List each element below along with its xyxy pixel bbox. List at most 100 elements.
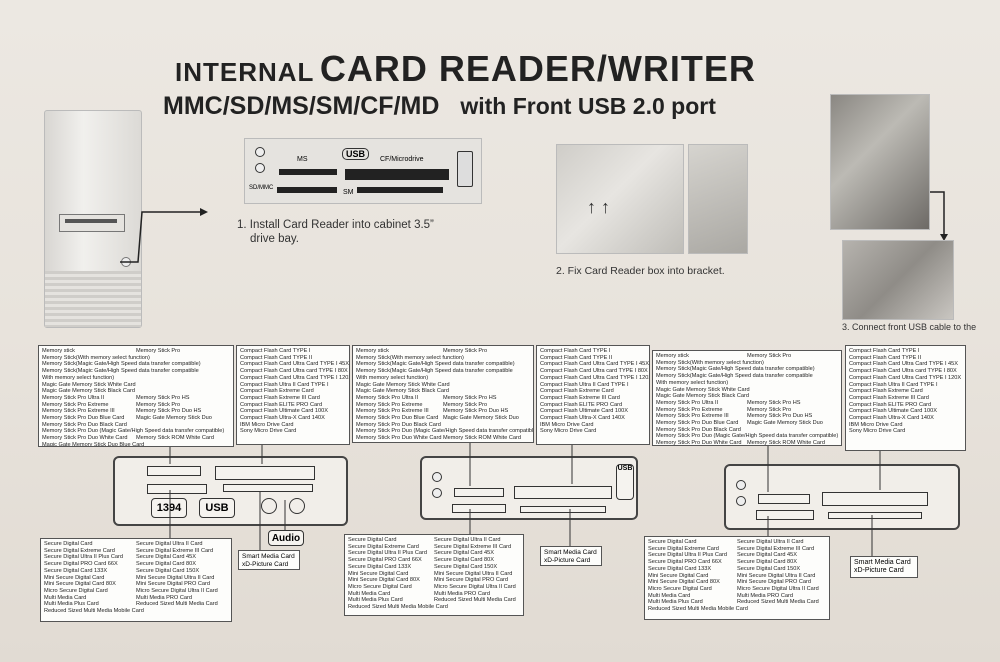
list-row: Memory Stick Pro Duo (Magic Gate/High Sp… [42, 428, 230, 435]
list-item: Secure Digital Card 80X [434, 557, 495, 564]
list-item: Secure Digital Card 45X [136, 554, 197, 561]
list-item: Reduced Sized Multi Media Mobile Card [648, 606, 748, 613]
list-item: Memory Stick Pro Duo Black Card [356, 421, 441, 428]
sm-compat-list: Smart Media Card xD-Picture Card [238, 550, 300, 570]
step1-caption: 1. Install Card Reader into cabinet 3.5”… [237, 218, 434, 246]
sm-item: xD-Picture Card [854, 567, 904, 574]
list-item: Memory Stick Pro [443, 401, 488, 408]
reader-diagram-3 [724, 464, 960, 530]
list-item: Magic Gate Memory Stick Duo [136, 415, 212, 422]
list-row: Memory Stick(With memory select function… [42, 355, 230, 362]
sd-slot [147, 484, 207, 494]
title-card-reader: CARD READER/WRITER [319, 48, 756, 89]
list-item: Compact Flash Ultimate Card 100X [240, 408, 328, 415]
usb-port: USB [616, 464, 634, 500]
list-row: Magic Gate Memory Stick Duo Blue Card [42, 442, 230, 446]
list-item: Memory stick [656, 353, 689, 359]
list-item: Sony Micro Drive Card [540, 428, 597, 435]
list-item: Secure Digital Ultra II Plus Card [44, 554, 123, 561]
list-item: Multi Media Card [44, 594, 87, 601]
ms-slot [758, 494, 810, 504]
list-item: Compact Flash Card Ultra card TYPE I 80X [849, 368, 957, 375]
list-item: Memory Stick(Magic Gate/High Speed data … [656, 373, 813, 380]
list-row: Memory Stick Pro Duo White Card Memory St… [42, 435, 230, 442]
list-item: Memory Stick Pro Duo Black Card [656, 426, 741, 433]
sm-slot [357, 187, 443, 193]
list-row: Memory Stick(With memory select function… [656, 360, 838, 367]
cf-slot [822, 492, 928, 506]
list-row: With memory select function) [42, 375, 230, 382]
list-item: Compact Flash Card Ultra Card TYPE I 45X [849, 361, 959, 368]
sm-slot [223, 484, 313, 492]
sm-item: xD-Picture Card [544, 557, 591, 564]
list-item: Mini Secure Digital Ultra II Card [737, 572, 816, 579]
list-item: Multi Media Plus Card [44, 601, 99, 608]
list-row: With memory select function) [356, 375, 530, 382]
led-indicator [432, 488, 442, 498]
list-item: Secure Digital Ultra II Card [434, 537, 501, 543]
led-indicator [255, 163, 265, 173]
list-item: Reduced Sized Multi Media Mobile Card [348, 604, 448, 611]
list-item: Memory Stick Pro Duo (Magic Gate/High Sp… [42, 428, 225, 435]
list-item: Memory Stick ROM White Card [136, 435, 215, 442]
list-item: Sony Micro Drive Card [240, 428, 297, 435]
list-item: Secure Digital PRO Card 66X [44, 561, 118, 568]
list-row: Magic Gate Memory Stick White Card [42, 382, 230, 389]
list-item: Memory Stick Pro Duo White Card [42, 435, 128, 442]
list-item: Secure Digital Card 150X [136, 567, 200, 574]
list-item: Secure Digital Extreme III Card [136, 547, 214, 554]
list-item: Multi Media PRO Card [737, 592, 793, 599]
list-item: Reduced Sized Multi Media Mobile Card [44, 608, 144, 615]
reader-diagram-2: USB [420, 456, 638, 520]
list-row: Magic Gate Memory Stick Duo Blue Card [356, 442, 530, 443]
list-row: Memory Stick(With memory select function… [356, 355, 530, 362]
card-reader-front-photo: MS USB CF/Microdrive SD/MMC SM [244, 138, 482, 204]
list-item: Secure Digital Card 45X [737, 552, 798, 559]
list-item: Memory Stick Pro Duo HS [747, 413, 813, 420]
list-item: Memory Stick(Magic Gate/High Speed data … [356, 361, 515, 368]
list-item: Memory Stick(With memory select function… [656, 359, 764, 366]
led-indicator [736, 496, 746, 506]
list-item: Memory Stick Pro Extreme III [656, 413, 729, 420]
subtitle-formats: MMC/SD/MS/SM/CF/MD [163, 92, 440, 120]
list-item: Memory Stick(Magic Gate/High Speed data … [42, 361, 201, 368]
list-item: Multi Media Plus Card [348, 597, 403, 604]
list-item: Mini Secure Digital Card [44, 574, 105, 581]
list-item: Memory Stick Pro Duo White Card [356, 435, 442, 442]
list-row: Reduced Sized Multi Media Mobile Card [648, 606, 826, 613]
list-item: Secure Digital Card 133X [348, 563, 412, 570]
list-row: Magic Gate Memory Stick White Card [656, 387, 838, 394]
list-item: Secure Digital Card 150X [434, 563, 498, 570]
bracket-photo: ↑ ↑ [556, 144, 684, 254]
sm-item: xD-Picture Card [242, 561, 289, 568]
bracket-detail-photo [688, 144, 748, 254]
sd-slot [756, 510, 814, 520]
usb-cable-photo [842, 240, 954, 320]
list-item: Mini Secure Digital Card 80X [348, 577, 420, 584]
list-item: Memory Stick(Magic Gate/High Speed data … [42, 368, 199, 375]
usb-logo: USB [342, 148, 370, 160]
sd-slot [277, 187, 337, 193]
list-item: Secure Digital PRO Card 66X [648, 559, 722, 566]
list-item: Compact Flash ELITE PRO Card [540, 401, 623, 408]
list-item: Compact Flash Card TYPE I [540, 348, 611, 354]
list-item: Memory Stick Pro Ultra II [656, 399, 719, 406]
list-item: With memory select function) [356, 374, 429, 381]
ms-slot [279, 169, 337, 175]
list-row: Memory Stick Pro Duo Black Card [356, 422, 530, 429]
list-item: IBM Micro Drive Card [240, 421, 294, 428]
led-indicator [736, 480, 746, 490]
list-item: Reduced Sized Multi Media Card [434, 597, 516, 604]
list-item: Multi Media PRO Card [136, 594, 192, 601]
list-row: Magic Gate Memory Stick White Card [356, 382, 530, 389]
